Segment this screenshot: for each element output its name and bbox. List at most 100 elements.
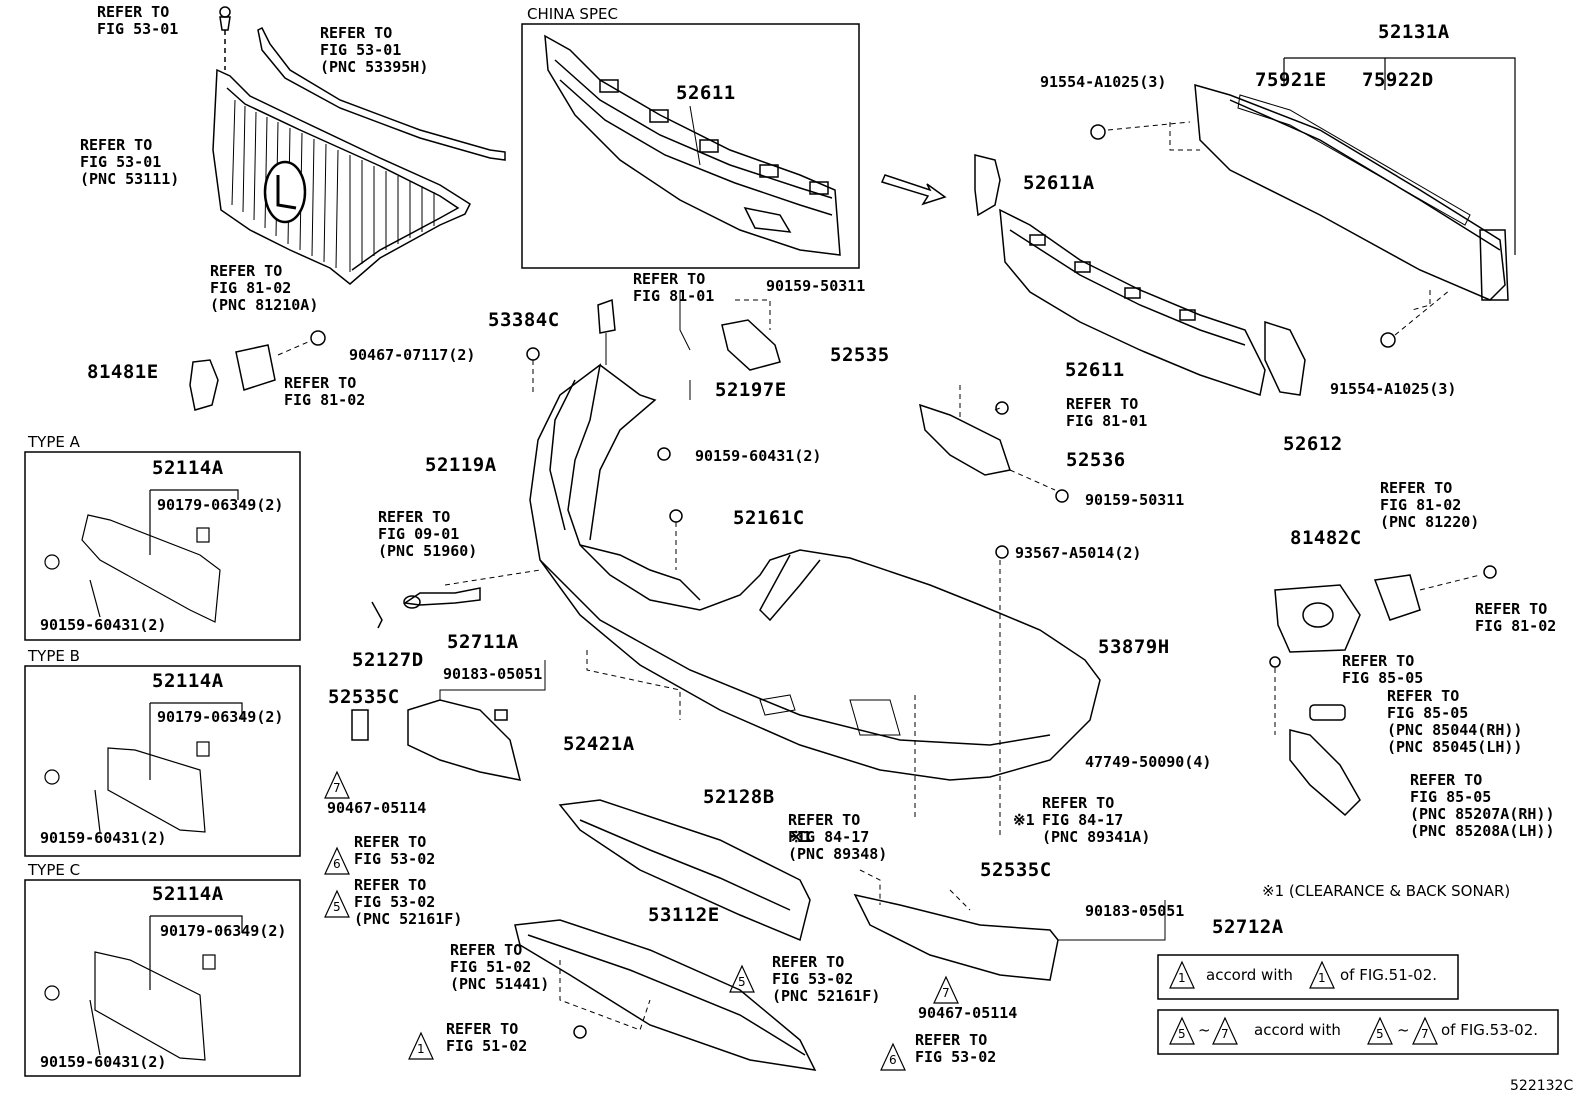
label-refer-53-02-b: REFER TO FIG 53-02 xyxy=(915,1031,997,1066)
label-47749: 47749-50090(4) xyxy=(1085,753,1212,771)
label-90159-50311-top: 90159-50311 xyxy=(766,277,866,295)
label-52611a: 52611A xyxy=(1023,172,1095,194)
label-52536: 52536 xyxy=(1066,449,1126,471)
note2-tilde-b: ~ xyxy=(1397,1021,1410,1039)
note2-triangle-7a: 7 xyxy=(1221,1027,1229,1041)
label-refer-81-02-pnc81220: REFER TO FIG 81-02 (PNC 81220) xyxy=(1380,479,1480,531)
reinforcement-china-drawing xyxy=(544,34,841,256)
label-93567: 93567-A5014(2) xyxy=(1015,544,1142,562)
label-90159-60431-mid: 90159-60431(2) xyxy=(695,447,822,465)
china-spec-box xyxy=(521,23,860,269)
label-refer-53-02-pnc52161f-right: REFER TO FIG 53-02 (PNC 52161F) xyxy=(772,953,881,1005)
label-refer-51-02: REFER TO FIG 51-02 xyxy=(446,1020,528,1055)
type-a-box xyxy=(24,451,301,641)
label-refer-81-02-b: REFER TO FIG 81-02 xyxy=(1475,600,1557,635)
note2-tilde-a: ~ xyxy=(1198,1021,1211,1039)
label-90467-07117: 90467-07117(2) xyxy=(349,346,476,364)
note1-triangle-1b: 1 xyxy=(1318,971,1326,985)
type-b-bolt: 90159-60431(2) xyxy=(40,829,167,847)
triangle-6-left: 6 xyxy=(333,857,341,871)
note-box-2 xyxy=(1157,1009,1559,1055)
label-refer-81-02-pnc81210a: REFER TO FIG 81-02 (PNC 81210A) xyxy=(210,262,319,314)
label-x1-right: ※1 xyxy=(1013,811,1035,829)
label-x1-left: ※1 xyxy=(790,828,812,846)
note2-triangle-7b: 7 xyxy=(1421,1027,1429,1041)
figure-id: 522132C xyxy=(1510,1078,1574,1094)
label-52535: 52535 xyxy=(830,344,890,366)
note2-text-b: of FIG.53-02. xyxy=(1441,1021,1539,1039)
label-refer-53-01-molding: REFER TO FIG 53-01 (PNC 53395H) xyxy=(320,24,429,76)
triangle-5-left: 5 xyxy=(333,900,341,914)
label-refer-09-01: REFER TO FIG 09-01 (PNC 51960) xyxy=(378,508,478,560)
label-52535c-left: 52535C xyxy=(328,686,400,708)
label-refer-53-02-pnc52161f-left: REFER TO FIG 53-02 (PNC 52161F) xyxy=(354,876,463,928)
label-52611-bottom: 52611 xyxy=(1065,359,1125,381)
label-52421a: 52421A xyxy=(563,733,635,755)
triangle-6-right: 6 xyxy=(889,1053,897,1067)
label-90183-right: 90183-05051 xyxy=(1085,902,1185,920)
label-91554-bottom: 91554-A1025(3) xyxy=(1330,380,1457,398)
type-a-title: TYPE A xyxy=(28,433,80,451)
type-a-bolt: 90159-60431(2) xyxy=(40,616,167,634)
label-52611-top: 52611 xyxy=(676,82,736,104)
label-53384c: 53384C xyxy=(488,309,560,331)
label-53112e: 53112E xyxy=(648,904,720,926)
label-81481e: 81481E xyxy=(87,361,159,383)
label-refer-81-02-a: REFER TO FIG 81-02 xyxy=(284,374,366,409)
grille-drawing xyxy=(212,6,506,285)
note2-triangle-5b: 5 xyxy=(1376,1027,1384,1041)
label-90467-05114-left: 90467-05114 xyxy=(327,799,427,817)
type-c-clip: 90179-06349(2) xyxy=(160,922,287,940)
label-52127d: 52127D xyxy=(352,649,424,671)
label-52612: 52612 xyxy=(1283,433,1343,455)
label-refer-84-17-left: REFER TO FIG 84-17 (PNC 89348) xyxy=(788,811,888,863)
note-box-1 xyxy=(1157,954,1459,1000)
type-b-part: 52114A xyxy=(152,670,224,692)
label-52535c-right: 52535C xyxy=(980,859,1052,881)
label-75921e: 75921E xyxy=(1255,69,1327,91)
label-refer-53-02-a: REFER TO FIG 53-02 xyxy=(354,833,436,868)
label-90183-left: 90183-05051 xyxy=(443,665,543,683)
type-c-title: TYPE C xyxy=(28,861,81,879)
bracket-52535-drawing xyxy=(721,319,781,371)
label-52119a: 52119A xyxy=(425,454,497,476)
label-52712a: 52712A xyxy=(1212,916,1284,938)
type-b-box xyxy=(24,665,301,857)
reinforcement-drawing xyxy=(974,83,1509,396)
label-refer-53-01-clip: REFER TO FIG 53-01 xyxy=(97,3,179,38)
note1-text-b: of FIG.51-02. xyxy=(1340,966,1438,984)
type-c-box xyxy=(24,879,301,1077)
label-refer-84-17-right: REFER TO FIG 84-17 (PNC 89341A) xyxy=(1042,794,1151,846)
bracket-52536-drawing xyxy=(919,403,1011,476)
label-90159-50311-mid: 90159-50311 xyxy=(1085,491,1185,509)
type-b-clip: 90179-06349(2) xyxy=(157,708,284,726)
type-c-part: 52114A xyxy=(152,883,224,905)
label-52131a: 52131A xyxy=(1378,21,1450,43)
note2-triangle-5a: 5 xyxy=(1178,1027,1186,1041)
label-refer-81-01-mid: REFER TO FIG 81-01 xyxy=(1066,395,1148,430)
triangle-7-right: 7 xyxy=(942,986,950,1000)
label-75922d: 75922D xyxy=(1362,69,1434,91)
label-52161c: 52161C xyxy=(733,507,805,529)
label-81482c: 81482C xyxy=(1290,527,1362,549)
label-52128b: 52128B xyxy=(703,786,775,808)
label-90467-05114-right: 90467-05114 xyxy=(918,1004,1018,1022)
label-clearance-note: ※1 (CLEARANCE & BACK SONAR) xyxy=(1262,882,1511,900)
note1-text-a: accord with xyxy=(1206,966,1293,984)
label-53879h: 53879H xyxy=(1098,636,1170,658)
label-refer-81-01-top: REFER TO FIG 81-01 xyxy=(633,270,715,305)
label-refer-85-05-c: REFER TO FIG 85-05 (PNC 85207A(RH)) (PNC… xyxy=(1410,771,1555,840)
label-52711a: 52711A xyxy=(447,631,519,653)
label-refer-53-01-grille: REFER TO FIG 53-01 (PNC 53111) xyxy=(80,136,180,188)
note1-triangle-1a: 1 xyxy=(1178,971,1186,985)
label-refer-51-02-pnc51441: REFER TO FIG 51-02 (PNC 51441) xyxy=(450,941,550,993)
note2-text-a: accord with xyxy=(1254,1021,1341,1039)
triangle-1-left: 1 xyxy=(417,1042,425,1056)
type-b-title: TYPE B xyxy=(28,647,80,665)
label-91554-top: 91554-A1025(3) xyxy=(1040,73,1167,91)
type-c-bolt: 90159-60431(2) xyxy=(40,1053,167,1071)
triangle-5-right: 5 xyxy=(738,975,746,989)
type-a-part: 52114A xyxy=(152,457,224,479)
label-refer-85-05-a: REFER TO FIG 85-05 xyxy=(1342,652,1424,687)
